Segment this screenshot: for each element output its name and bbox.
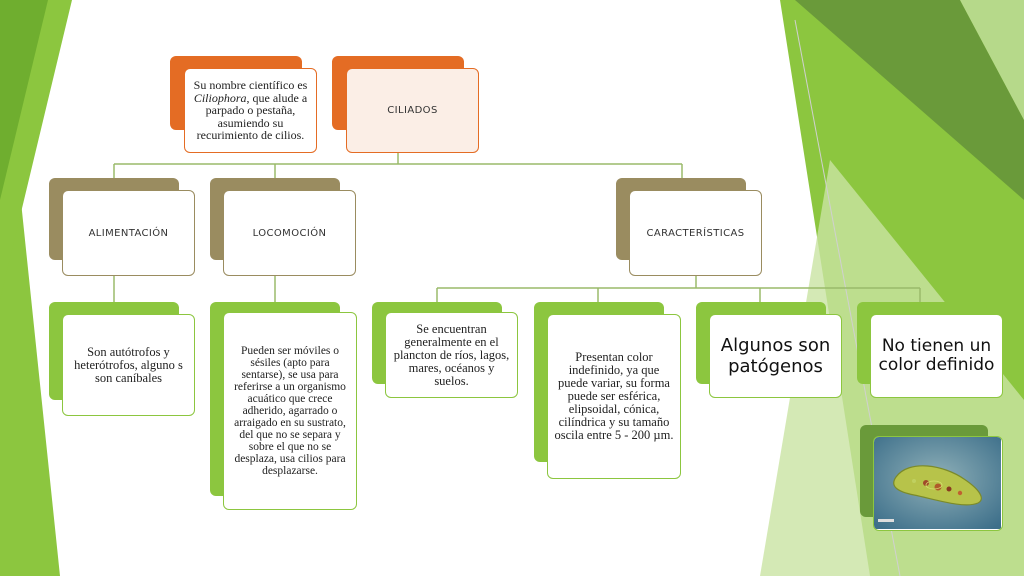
left-top-dark-shape (0, 0, 48, 200)
caracteristica-3: Algunos son patógenos (720, 335, 831, 377)
alimentacion-detail-card: Son autótrofos y heterótrofos, alguno s … (62, 314, 195, 416)
root-description: Su nombre científico es Ciliophora, que … (193, 78, 308, 143)
locomocion-card: LOCOMOCIÓN (223, 190, 356, 276)
caracteristica-2-card: Presentan color indefinido, ya que puede… (547, 314, 681, 479)
root-description-card: Su nombre científico es Ciliophora, que … (184, 68, 317, 153)
caracteristica-1-card: Se encuentran generalmente en el plancto… (385, 312, 518, 398)
root-title-card: CILIADOS (346, 68, 479, 153)
caracteristica-1: Se encuentran generalmente en el plancto… (393, 321, 510, 388)
alimentacion-detail: Son autótrofos y heterótrofos, alguno s … (74, 344, 183, 385)
caracteristica-4: No tienen un color definido (878, 336, 995, 375)
locomocion-title: LOCOMOCIÓN (252, 227, 327, 239)
alimentacion-card: ALIMENTACIÓN (62, 190, 195, 276)
caracteristicas-card: CARACTERÍSTICAS (629, 190, 762, 276)
caracteristicas-title: CARACTERÍSTICAS (646, 227, 745, 239)
locomocion-detail-card: Pueden ser móviles o sésiles (apto para … (223, 312, 357, 510)
paramecium-micrograph-icon (874, 437, 1001, 529)
root-title: CILIADOS (387, 105, 438, 116)
right-dark-green-shape (795, 0, 1024, 200)
right-light-green-shape (960, 0, 1024, 120)
caracteristica-2: Presentan color indefinido, ya que puede… (554, 350, 674, 442)
caracteristica-4-card: No tienen un color definido (870, 314, 1003, 398)
image-card (873, 436, 1003, 531)
alimentacion-title: ALIMENTACIÓN (88, 227, 169, 239)
caracteristica-3-card: Algunos son patógenos (709, 314, 842, 398)
locomocion-detail: Pueden ser móviles o sésiles (apto para … (234, 345, 346, 477)
